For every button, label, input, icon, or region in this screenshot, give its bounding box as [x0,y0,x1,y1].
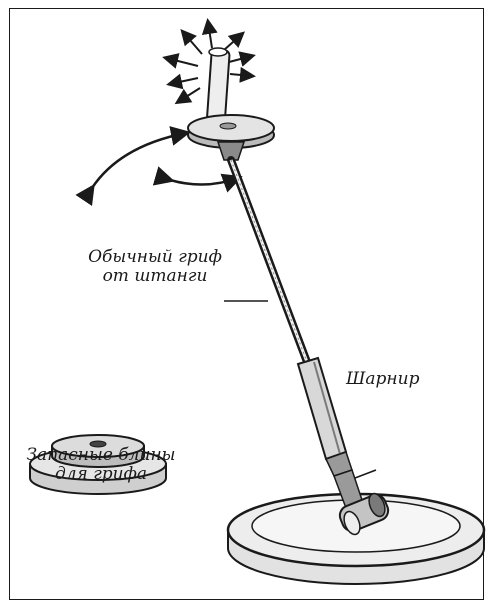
barbell-bar-label: Обычный гриф от штанги [60,248,250,286]
barbell-bar-label-line1: Обычный гриф [60,248,250,267]
bar-sleeve [298,358,352,476]
spare-plates-label: Запасные блины для грифа [20,446,182,484]
spare-plates-label-line2: для грифа [20,465,182,484]
barbell-bar-label-line2: от штанги [60,267,250,286]
rotation-arc [170,178,238,185]
spare-plates-label-line1: Запасные блины [20,446,182,465]
hinge-label: Шарнир [346,370,419,389]
